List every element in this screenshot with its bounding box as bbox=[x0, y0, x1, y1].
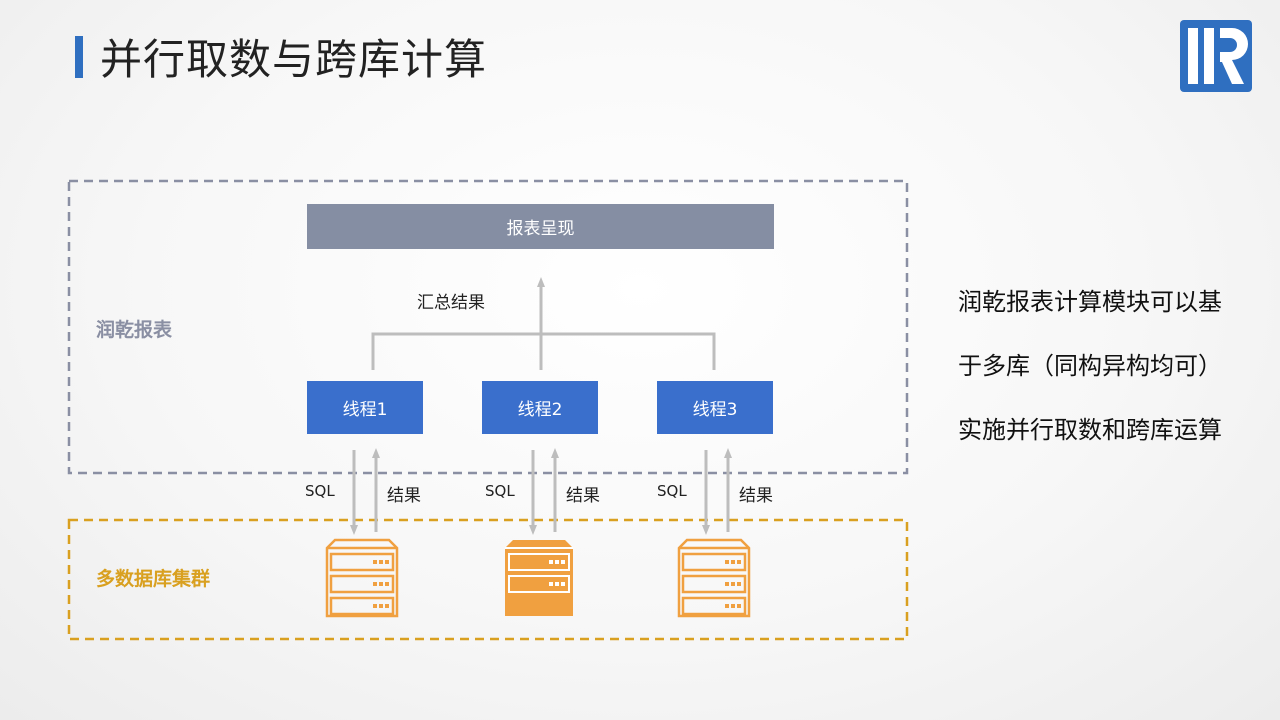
report-display-box: 报表呈现 bbox=[307, 204, 774, 249]
thread-1-box: 线程1 bbox=[307, 381, 423, 434]
result-label-3: 结果 bbox=[739, 486, 773, 506]
description-note: 润乾报表计算模块可以基于多库（同构异构均可）实施并行取数和跨库运算 bbox=[958, 288, 1222, 444]
result-label-2: 结果 bbox=[566, 486, 600, 506]
sql-label-2: SQL bbox=[485, 482, 515, 500]
report-group-frame bbox=[67, 179, 909, 475]
database-server-icon bbox=[677, 538, 751, 618]
sql-label-3: SQL bbox=[657, 482, 687, 500]
summary-connector bbox=[371, 277, 716, 370]
database-group-label: 多数据库集群 bbox=[96, 568, 211, 590]
sql-label-1: SQL bbox=[305, 482, 335, 500]
title-accent-bar bbox=[75, 36, 83, 78]
page-title: 并行取数与跨库计算 bbox=[100, 35, 488, 84]
result-label-1: 结果 bbox=[387, 486, 421, 506]
thread-2-box: 线程2 bbox=[482, 381, 598, 434]
database-server-icon bbox=[505, 540, 573, 616]
database-server-icon bbox=[325, 538, 399, 618]
report-group-label: 润乾报表 bbox=[96, 319, 173, 341]
summary-result-label: 汇总结果 bbox=[417, 293, 485, 313]
runqian-logo-icon bbox=[1180, 20, 1252, 92]
sql-result-arrows bbox=[350, 448, 732, 535]
thread-3-box: 线程3 bbox=[657, 381, 773, 434]
